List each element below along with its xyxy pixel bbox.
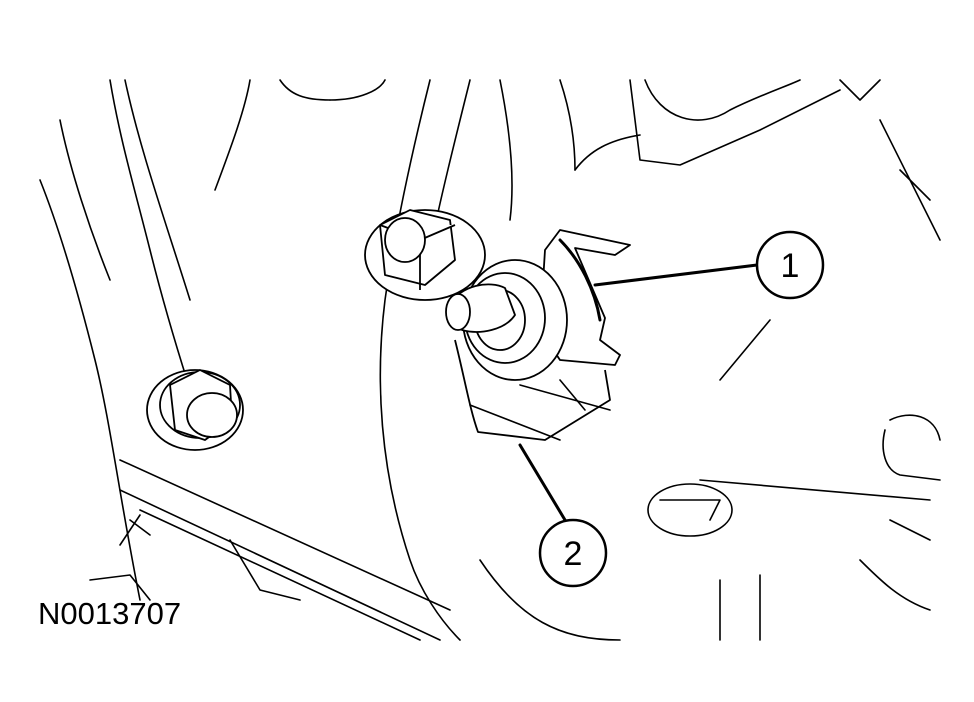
callout-2-number: 2	[564, 535, 583, 573]
callout-1: 1	[755, 230, 825, 300]
figure-id-label: N0013707	[38, 596, 182, 631]
retaining-clip	[445, 229, 631, 381]
engine-block-outline	[39, 79, 941, 641]
lower-bolt	[146, 369, 244, 451]
upper-bolt	[364, 209, 486, 301]
leader-line-1	[593, 263, 759, 287]
callout-leaders	[518, 263, 759, 522]
leader-line-2	[518, 443, 567, 522]
callout-1-number: 1	[781, 247, 800, 285]
callout-2: 2	[538, 518, 608, 588]
